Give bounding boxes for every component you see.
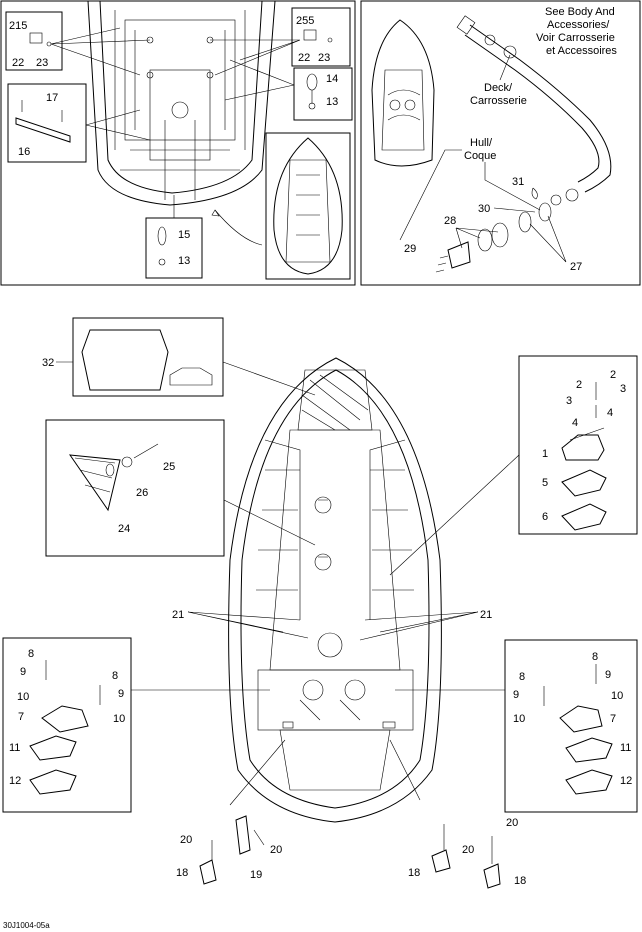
top-right-panel: See Body And Accessories/ Voir Carrosser… [360,0,641,286]
note-line4: et Accessoires [546,45,617,57]
label-6: 6 [542,511,548,523]
label-20-b: 20 [270,844,282,856]
label-3-b: 3 [620,383,626,395]
label-2-a: 2 [576,379,582,391]
label-26: 26 [136,487,148,499]
label-9-a: 9 [20,666,26,678]
label-8-b-right: 8 [519,671,525,683]
label-255: 255 [296,15,314,27]
label-20-c: 20 [462,844,474,856]
label-15: 15 [178,229,190,241]
bottom-hardware: 20 20 20 20 18 19 18 18 [176,739,526,889]
label-2-b: 2 [610,369,616,381]
label-25: 25 [163,461,175,473]
label-5: 5 [542,477,548,489]
figure-code: 30J1004-05a [3,921,50,930]
hull-label-line2: Coque [464,150,496,162]
label-14: 14 [326,73,338,85]
label-24: 24 [118,523,130,535]
right-rear-panel: 8 8 9 9 10 10 7 11 12 [395,639,638,813]
label-12-right: 12 [620,775,632,787]
label-18-left: 18 [176,867,188,879]
label-17: 17 [46,92,58,104]
label-20-d: 20 [506,817,518,829]
label-7: 7 [18,711,24,723]
label-10-a: 10 [17,691,29,703]
deck-label-line1: Deck/ [484,82,513,94]
panel-32: 32 [42,317,316,397]
label-18-far: 18 [514,875,526,887]
label-9-b: 9 [118,688,124,700]
label-30: 30 [478,203,490,215]
left-rear-panel: 8 8 9 9 10 10 7 11 12 [2,637,270,813]
label-13-top: 13 [326,96,338,108]
label-1: 1 [542,448,548,460]
label-11-right: 11 [620,742,631,754]
main-hull [228,357,442,823]
label-22-right: 22 [298,52,310,64]
label-23-right: 23 [318,52,330,64]
right-mount-panel: 2 2 3 3 4 4 1 5 6 [389,355,638,576]
label-3-a: 3 [566,395,572,407]
hull-label-line1: Hull/ [470,137,493,149]
label-10-b: 10 [113,713,125,725]
label-13-bottom: 13 [178,255,190,267]
note-line1: See Body And [545,6,615,18]
label-10-a-right: 10 [611,690,623,702]
label-4-a: 4 [572,417,578,429]
label-32: 32 [42,357,54,369]
label-23-left: 23 [36,57,48,69]
label-18-right: 18 [408,867,420,879]
label-9-b-right: 9 [513,689,519,701]
label-19: 19 [250,869,262,881]
label-22-left: 22 [12,57,24,69]
deck-label-line2: Carrosserie [470,95,527,107]
label-7-right: 7 [610,713,616,725]
label-9-a-right: 9 [605,669,611,681]
note-line2: Accessories/ [547,19,610,31]
label-29: 29 [404,243,416,255]
note-line3: Voir Carrosserie [536,32,615,44]
label-8-a-right: 8 [592,651,598,663]
label-10-b-right: 10 [513,713,525,725]
label-27: 27 [570,261,582,273]
label-21-right: 21 [480,609,492,621]
label-12: 12 [9,775,21,787]
label-8-b: 8 [112,670,118,682]
label-8-a: 8 [28,648,34,660]
label-31: 31 [512,176,524,188]
label-16: 16 [18,146,30,158]
label-21-left: 21 [172,609,184,621]
label-4-b: 4 [607,407,613,419]
label-20-a: 20 [180,834,192,846]
label-11: 11 [9,742,20,754]
labels-21: 21 21 [172,609,492,641]
top-left-panel: 215 22 23 255 22 23 17 16 14 13 15 13 [0,0,356,286]
label-215: 215 [9,20,27,32]
panel-24: 25 26 24 [45,419,316,557]
label-28: 28 [444,215,456,227]
